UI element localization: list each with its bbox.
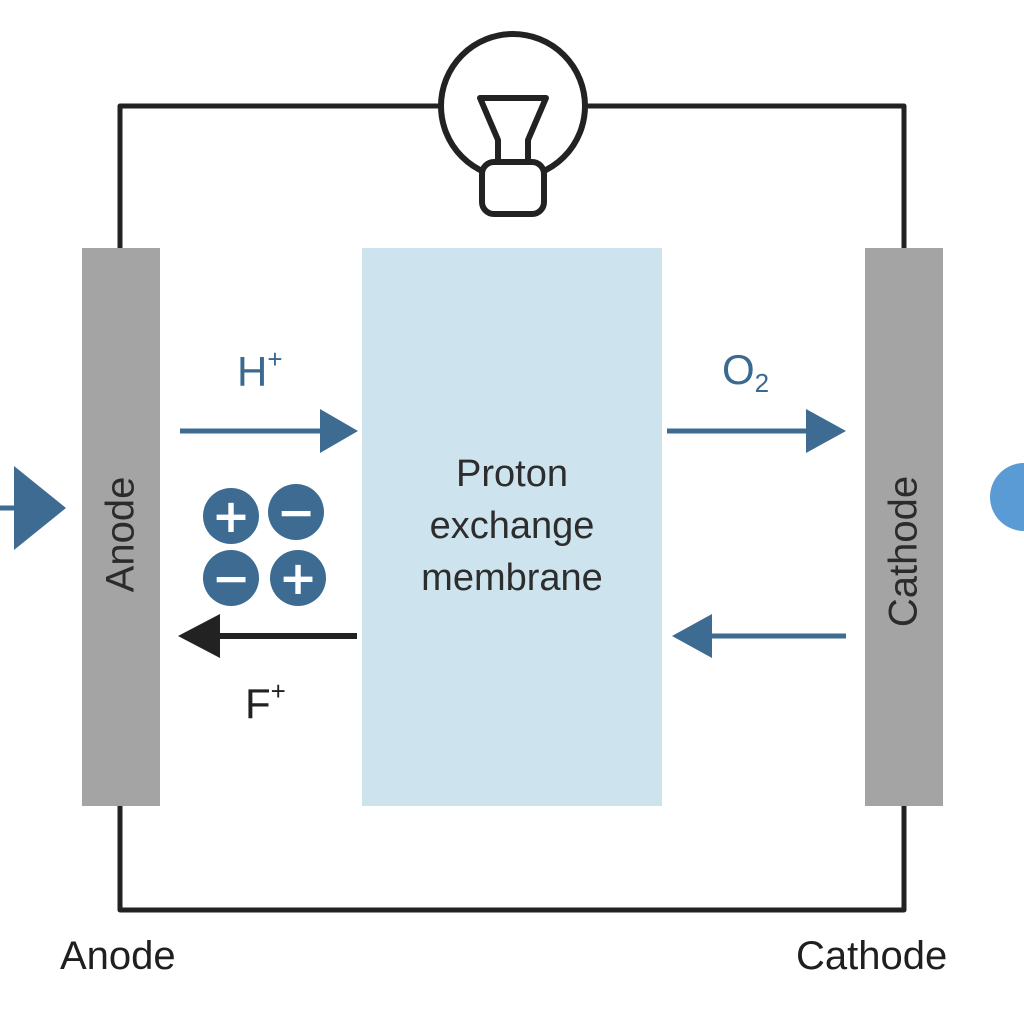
ion-plus-icon: + [270,550,326,606]
circuit-wire-top [117,103,907,248]
anode-bottom-label: Anode [60,934,176,978]
species-superscript: + [267,344,283,374]
ion-plus-icon: + [203,488,259,544]
anode-electrode [82,248,160,806]
anode-label: Anode [98,476,143,593]
species-superscript: + [270,676,286,706]
left-arrow-icon [178,614,357,658]
membrane-label-line: Proton [456,453,568,495]
membrane-label-line: exchange [429,505,595,547]
species-h-plus: H+ [237,344,283,396]
cathode-label: Cathode [881,475,926,628]
circuit-wire-bottom [117,806,907,913]
ion-minus-icon: − [268,484,324,540]
membrane-label: Proton exchange membrane [362,448,662,604]
left-arrow-icon [672,614,846,658]
species-base: F [245,680,271,727]
outlet-circle-icon [990,463,1024,531]
inlet-triangle-icon [0,466,66,550]
light-bulb-icon [438,31,588,217]
right-arrow-icon [667,409,846,453]
species-base: O [722,346,755,393]
species-subscript: 2 [754,368,770,398]
cathode-electrode [865,248,943,806]
species-o2: O2 [722,346,769,399]
proton-exchange-membrane [362,248,662,806]
species-base: H [237,348,268,395]
ion-minus-icon: − [203,550,259,606]
membrane-label-line: membrane [421,557,603,599]
cathode-bottom-label: Cathode [796,934,948,978]
right-arrow-icon [180,409,358,453]
species-f-plus: F+ [245,676,286,728]
